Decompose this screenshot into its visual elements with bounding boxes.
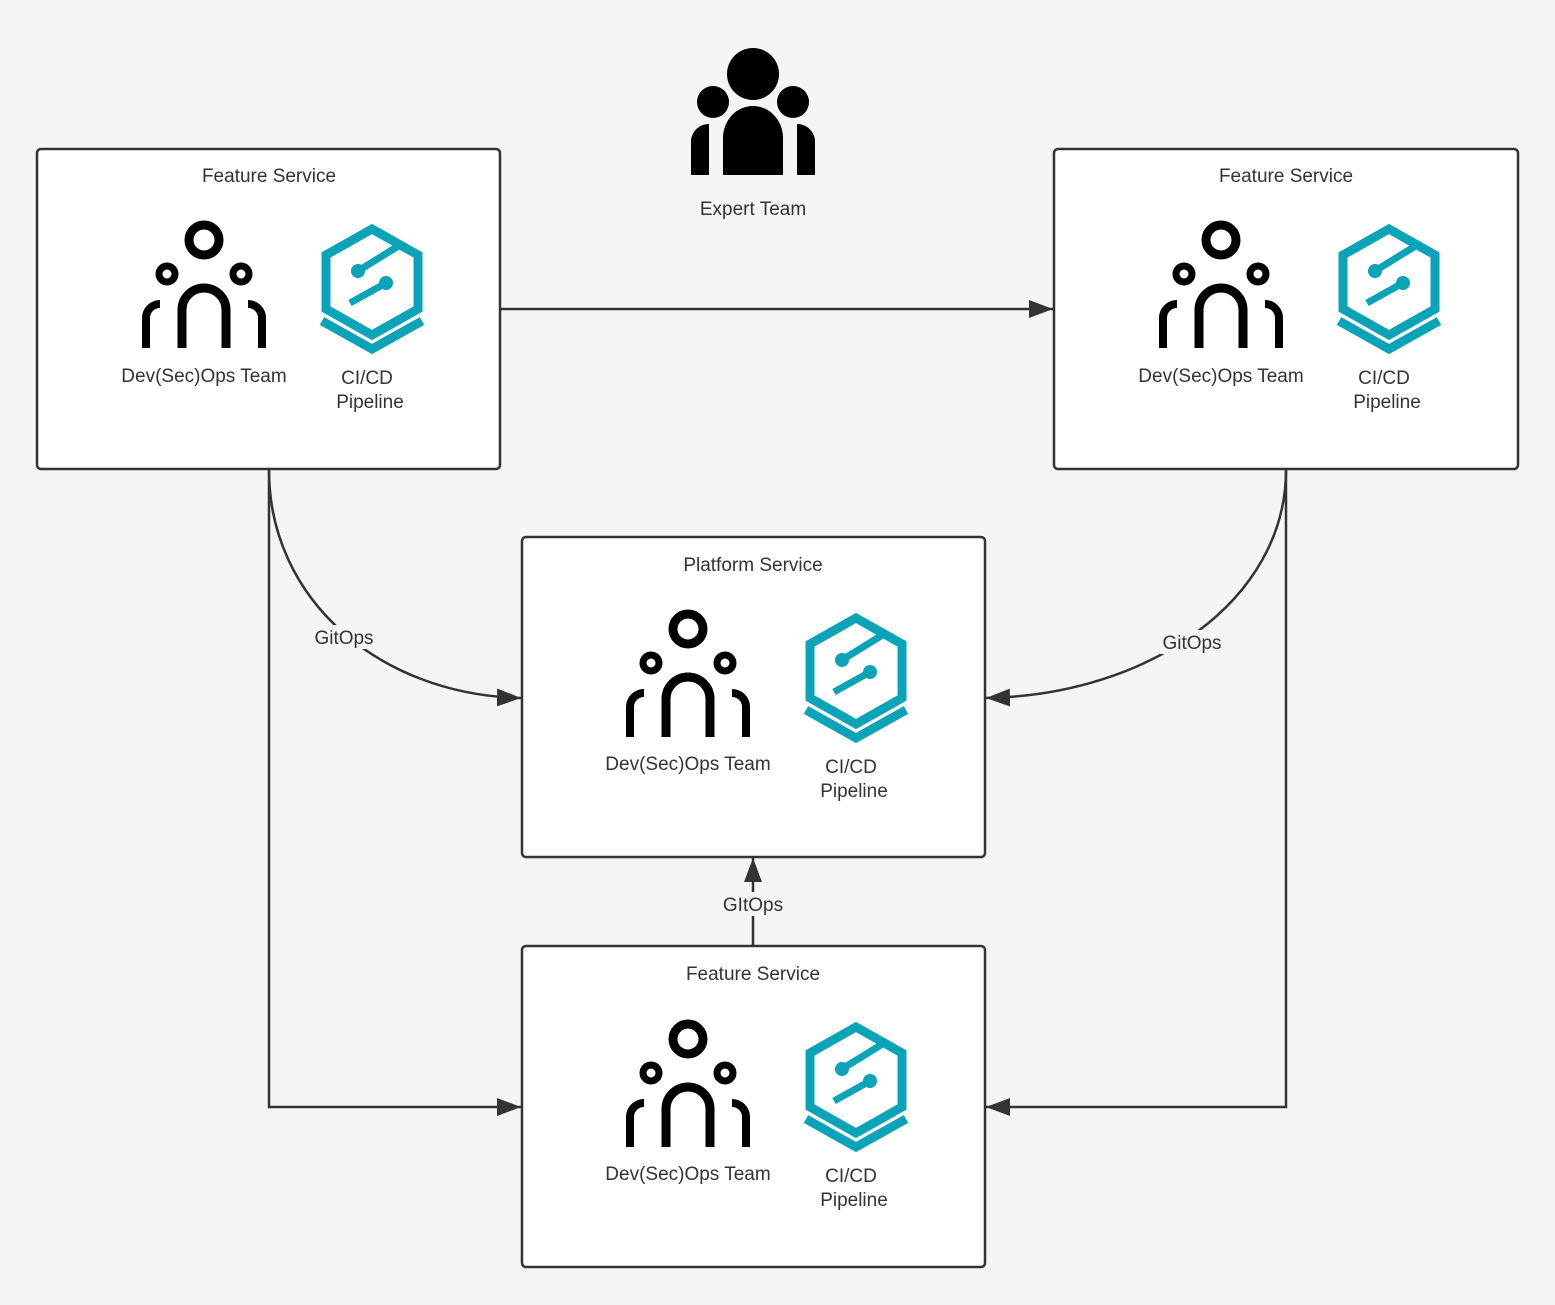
edge-label-gitops-left: GitOps <box>314 628 373 649</box>
pipeline-label-line2: Pipeline <box>820 781 888 802</box>
expert-team: Expert Team <box>691 48 815 220</box>
edge-label-gitops-bottom: GItOps <box>723 895 783 916</box>
pipeline-label-line1: CI/CD <box>825 757 877 778</box>
edge-label-gitops-right: GitOps <box>1162 633 1221 654</box>
group-solid-icon <box>691 48 815 175</box>
pipeline-label-line2: Pipeline <box>336 392 404 413</box>
team-label: Dev(Sec)Ops Team <box>121 366 286 387</box>
node-title: Feature Service <box>202 166 336 187</box>
feature-service-bottom: Feature Service Dev(Sec)Ops Team CI/CD P… <box>520 944 987 1269</box>
node-title: Feature Service <box>1219 166 1353 187</box>
pipeline-label-line1: CI/CD <box>1358 368 1410 389</box>
team-label: Dev(Sec)Ops Team <box>605 754 770 775</box>
node-title: Feature Service <box>686 964 820 985</box>
pipeline-label-line2: Pipeline <box>1353 392 1421 413</box>
platform-service: Platform Service Dev(Sec)Ops Team CI/CD … <box>520 535 987 859</box>
edge-topleft-to-platform <box>267 469 522 707</box>
edge-topright-to-platform <box>985 469 1288 707</box>
pipeline-label-line1: CI/CD <box>341 368 393 389</box>
team-label: Dev(Sec)Ops Team <box>605 1164 770 1185</box>
pipeline-label-line1: CI/CD <box>825 1166 877 1187</box>
expert-team-label: Expert Team <box>700 199 806 220</box>
team-label: Dev(Sec)Ops Team <box>1138 366 1303 387</box>
edge-topright-to-bottom <box>986 470 1288 1116</box>
pipeline-label-line2: Pipeline <box>820 1190 888 1211</box>
edge-topleft-to-bottom <box>267 470 521 1116</box>
feature-service-top-right: Feature Service Dev(Sec)Ops Team CI/CD P… <box>1052 147 1520 471</box>
node-title: Platform Service <box>683 555 822 576</box>
feature-service-top-left: Feature Service Dev(Sec)Ops Team CI/CD P… <box>35 147 502 471</box>
